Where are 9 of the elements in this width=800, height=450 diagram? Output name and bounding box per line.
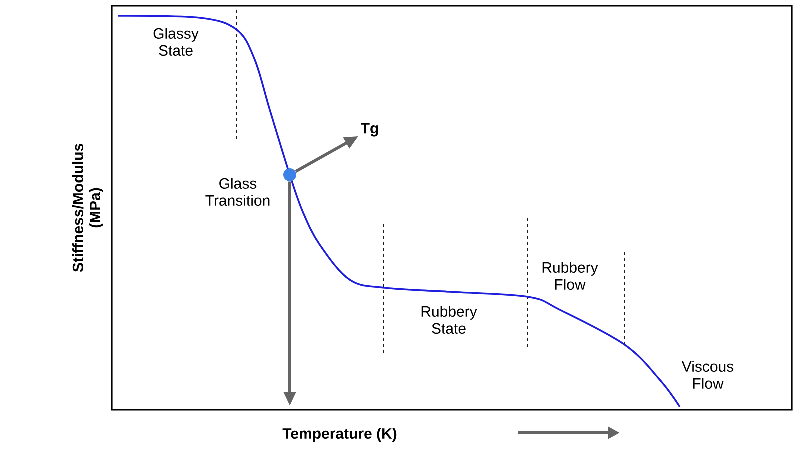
region-label: Rubbery Flow	[542, 262, 598, 290]
region-label: Rubbery State	[422, 306, 478, 334]
region-label: Glass Transition	[206, 178, 270, 206]
tg-label: Tg	[361, 123, 378, 137]
tg-point	[284, 168, 296, 182]
axis-title: Temperature (K)	[282, 428, 397, 442]
axis-title: Stiffness/Modulus (MPa)	[72, 144, 104, 272]
region-label: Viscous Flow	[682, 361, 734, 389]
region-label: Glassy State	[154, 28, 199, 56]
